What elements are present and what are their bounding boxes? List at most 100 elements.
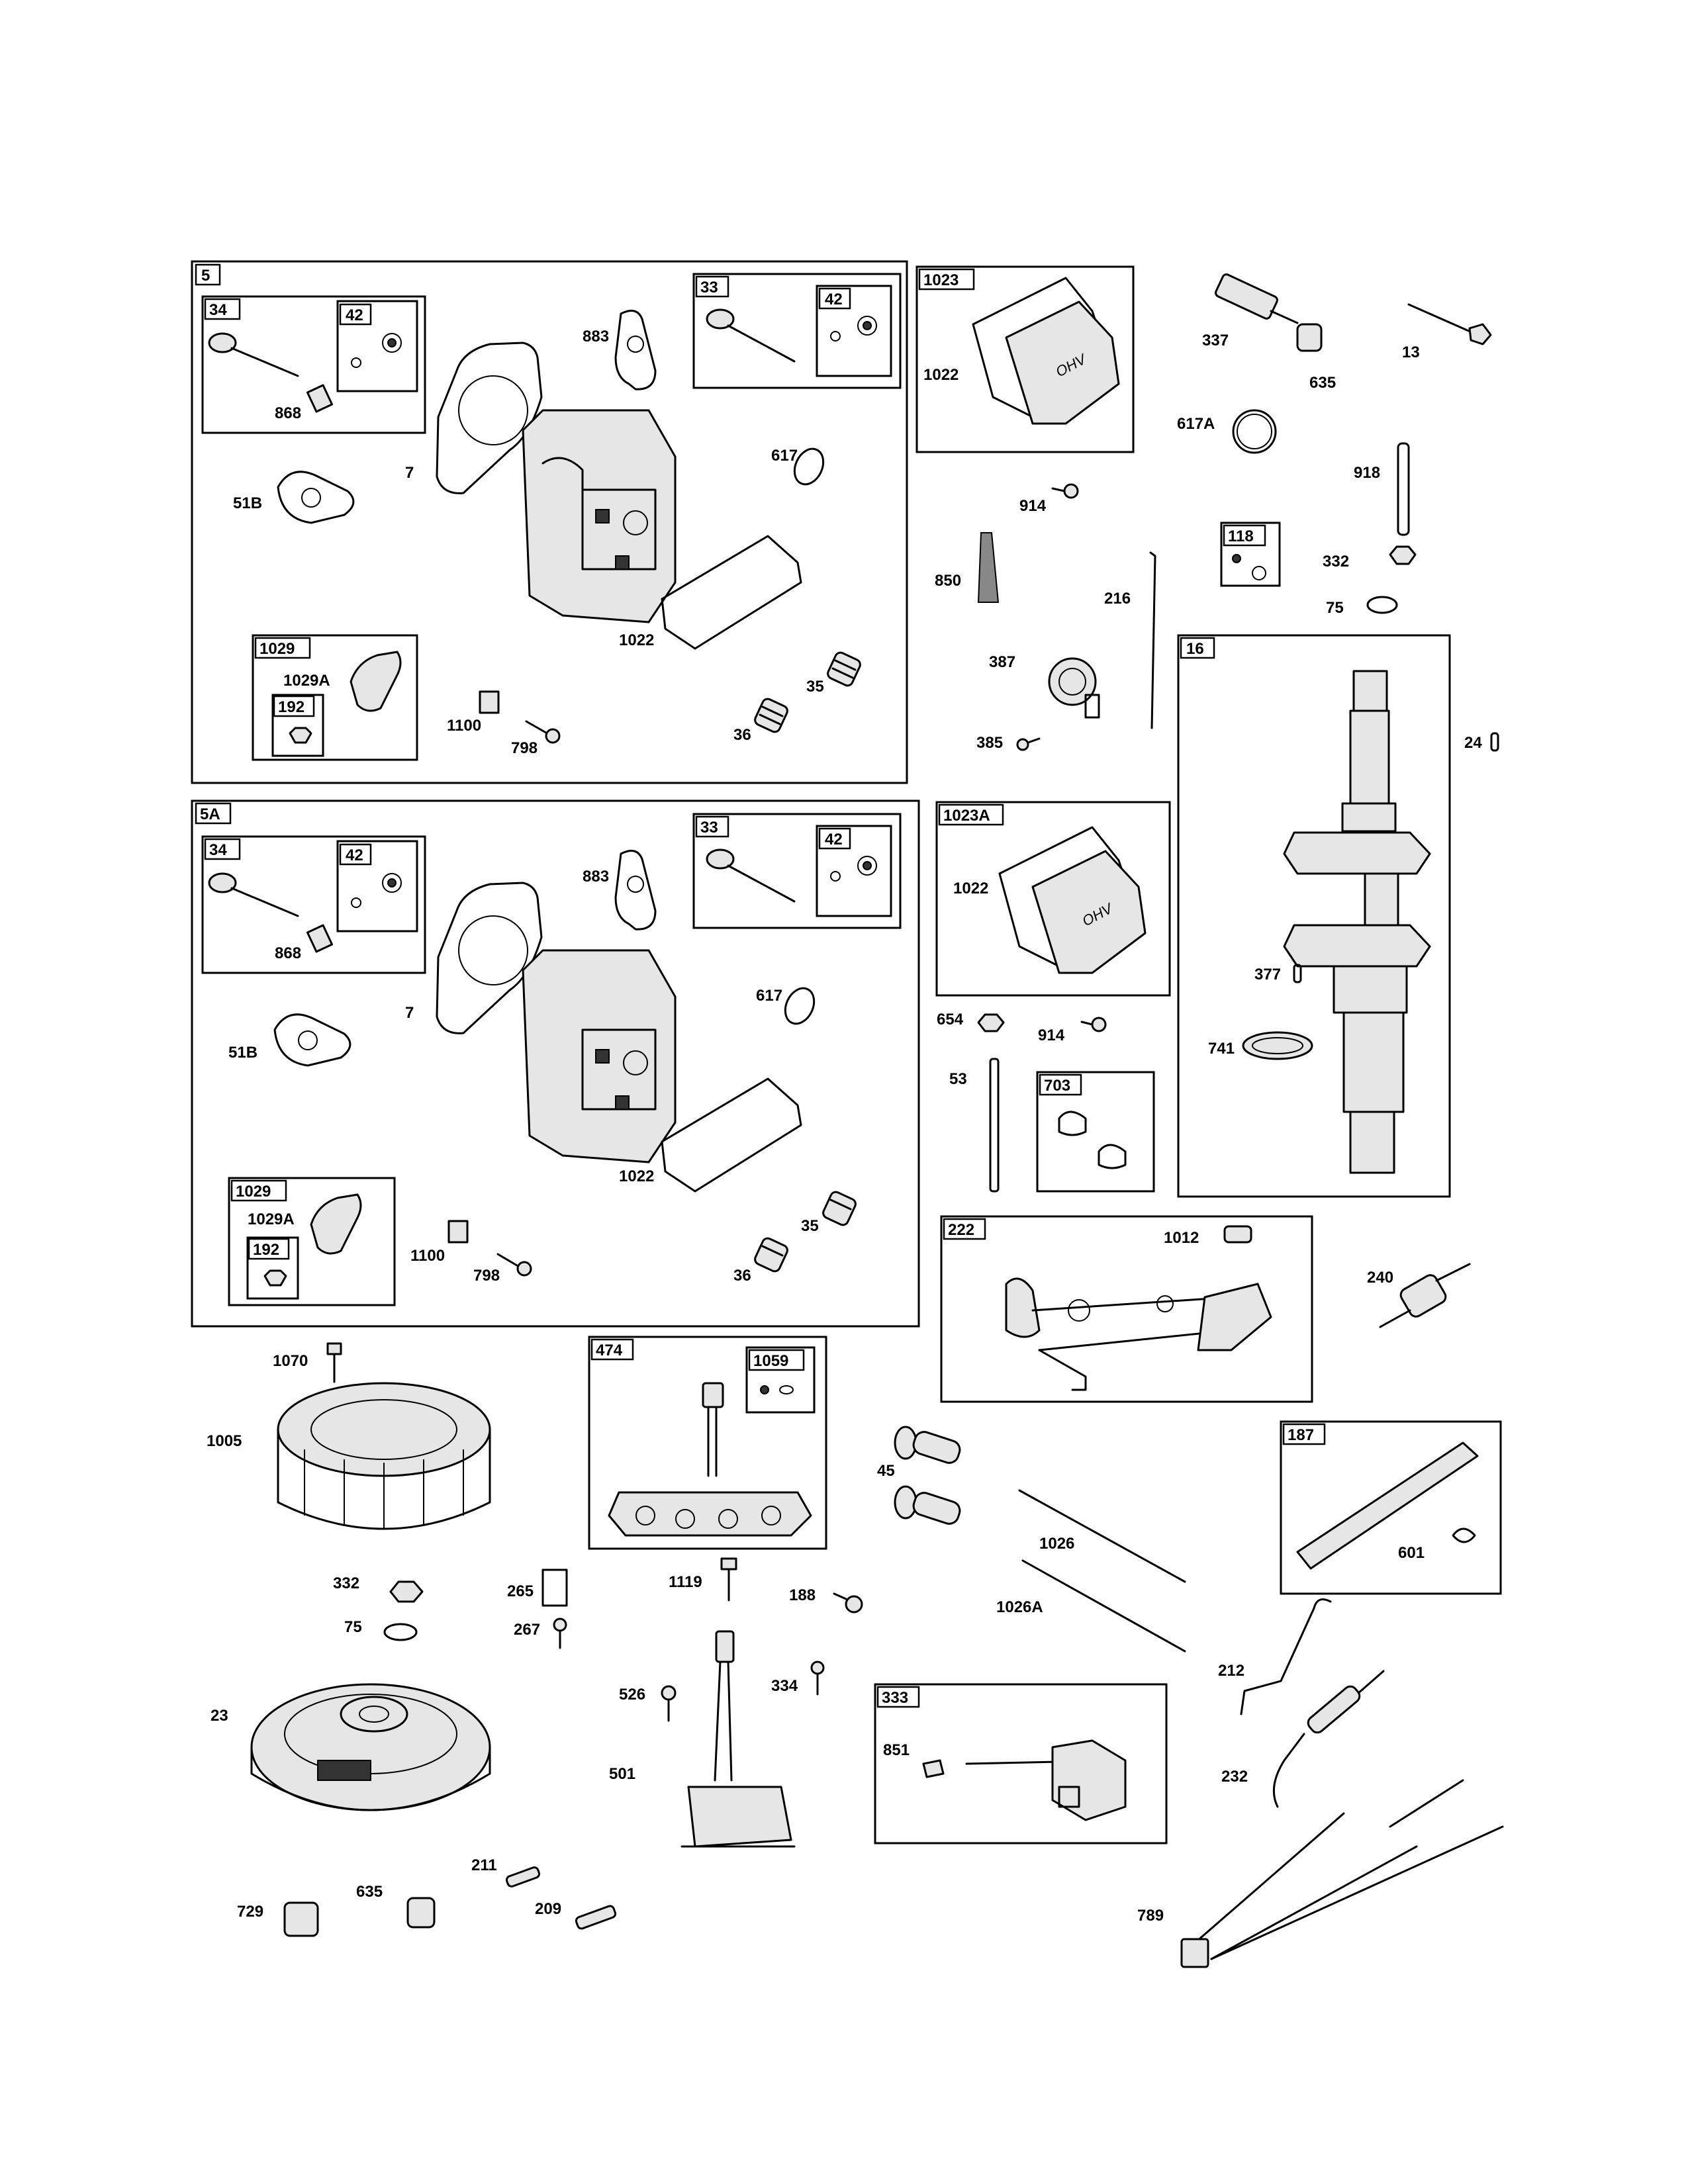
o-ring-icon: [793, 447, 825, 486]
label-526: 526: [619, 1686, 645, 1704]
box-192-b: [246, 1236, 299, 1300]
dipstick-icon: [1149, 551, 1156, 729]
label-240: 240: [1367, 1269, 1393, 1287]
tag-1023A: 1023A: [938, 803, 1004, 826]
label-1022: 1022: [923, 366, 959, 384]
svg-text:5A: 5A: [200, 805, 220, 823]
tag-1023: 1023: [918, 268, 975, 291]
label-1026A: 1026A: [996, 1598, 1043, 1616]
box-192: [271, 694, 324, 757]
svg-text:1029: 1029: [259, 640, 295, 658]
label-617: 617: [771, 447, 798, 465]
label-212: 212: [1218, 1662, 1244, 1680]
key-icon: [1293, 964, 1302, 983]
box-33-b: [692, 813, 902, 929]
intake-gasket-icon: [277, 471, 355, 524]
label-35: 35: [806, 678, 824, 696]
label-1012: 1012: [1164, 1229, 1199, 1247]
box-474: [588, 1336, 827, 1550]
label-1119: 1119: [669, 1573, 702, 1591]
tag-1029: 1029: [230, 1179, 287, 1202]
label-75: 75: [1326, 599, 1344, 617]
head-gasket-icon: [436, 341, 543, 494]
label-741: 741: [1208, 1040, 1235, 1058]
label-337: 337: [1202, 332, 1229, 349]
svg-text:1023A: 1023A: [943, 807, 990, 825]
label-1022: 1022: [953, 880, 988, 897]
box-5A: [191, 799, 920, 1328]
box-1059: [745, 1346, 816, 1414]
tag-5: 5: [195, 263, 221, 286]
callout-labels: 868 883 7 51B 617 1022 1029A 35 36 1100 …: [207, 328, 1482, 1925]
governor-spring-icon: [1272, 1670, 1385, 1808]
box-5: [191, 260, 908, 784]
box-42-d: [816, 825, 892, 917]
label-868: 868: [275, 944, 301, 962]
box-42-a: [336, 300, 418, 392]
svg-text:42: 42: [346, 846, 363, 864]
tag-33: 33: [695, 275, 729, 298]
label-851: 851: [883, 1741, 910, 1759]
label-385: 385: [976, 734, 1003, 752]
screw-icon: [810, 1661, 825, 1696]
box-34: [201, 295, 426, 434]
svg-text:33: 33: [700, 819, 718, 837]
box-222: [940, 1215, 1313, 1403]
head-gasket-icon: [436, 882, 543, 1034]
box-42-c: [336, 840, 418, 933]
label-501: 501: [609, 1765, 635, 1783]
label-51B: 51B: [233, 494, 262, 512]
box-1023A: [935, 801, 1171, 997]
label-334: 334: [771, 1677, 798, 1695]
valve-cover-gasket-icon: [661, 535, 802, 650]
label-1026: 1026: [1039, 1535, 1074, 1553]
tag-16: 16: [1180, 637, 1215, 659]
label-209: 209: [535, 1900, 561, 1918]
governor-clip-icon: [1223, 1225, 1252, 1244]
bolt-icon: [326, 1342, 342, 1383]
label-918: 918: [1354, 464, 1380, 482]
long-bolt-icon: [1407, 303, 1492, 345]
label-850: 850: [935, 572, 961, 590]
spring-icon: [575, 1905, 617, 1930]
label-1100: 1100: [447, 717, 481, 735]
label-45: 45: [877, 1462, 895, 1480]
label-617: 617: [756, 987, 782, 1005]
label-23: 23: [211, 1707, 228, 1725]
label-7: 7: [405, 464, 414, 482]
box-333: [874, 1683, 1168, 1844]
tag-42: 42: [818, 827, 851, 850]
tappet-icon: [894, 1485, 961, 1525]
svg-text:1059: 1059: [753, 1352, 788, 1370]
exhaust-gasket-icon: [614, 310, 657, 390]
rocker-nut-icon: [263, 1269, 287, 1287]
valve-spring-icon: [822, 1191, 857, 1226]
label-188: 188: [789, 1586, 816, 1604]
svg-text:222: 222: [948, 1221, 974, 1239]
box-34-b: [201, 835, 426, 974]
governor-bracket-icon: [1005, 1277, 1272, 1391]
valve-cover-icon: OHV: [972, 277, 1120, 425]
cylinder-head-icon: [522, 409, 677, 623]
key-icon: [1490, 732, 1499, 752]
svg-text:703: 703: [1044, 1077, 1070, 1095]
valve-keeper-icon: [351, 333, 402, 368]
washer-icon: [383, 1623, 418, 1641]
group-boxes: [191, 260, 1502, 1844]
part-drawings: OHV: [208, 273, 1504, 1968]
box-42-b: [816, 285, 892, 377]
bolt-icon: [1080, 1017, 1107, 1032]
label-617A: 617A: [1177, 415, 1215, 433]
svg-text:192: 192: [253, 1241, 279, 1259]
tag-474: 474: [590, 1338, 634, 1361]
tag-42: 42: [818, 287, 851, 310]
tag-187: 187: [1282, 1423, 1326, 1445]
valve-intake-icon: [208, 872, 334, 953]
label-914: 914: [1038, 1026, 1065, 1044]
alternator-icon: [608, 1382, 812, 1537]
spark-plug-boot-icon: [406, 1897, 436, 1929]
spark-plug-boot-icon: [1296, 323, 1323, 352]
tag-192: 192: [273, 695, 315, 717]
crankshaft-icon: [1283, 670, 1431, 1174]
